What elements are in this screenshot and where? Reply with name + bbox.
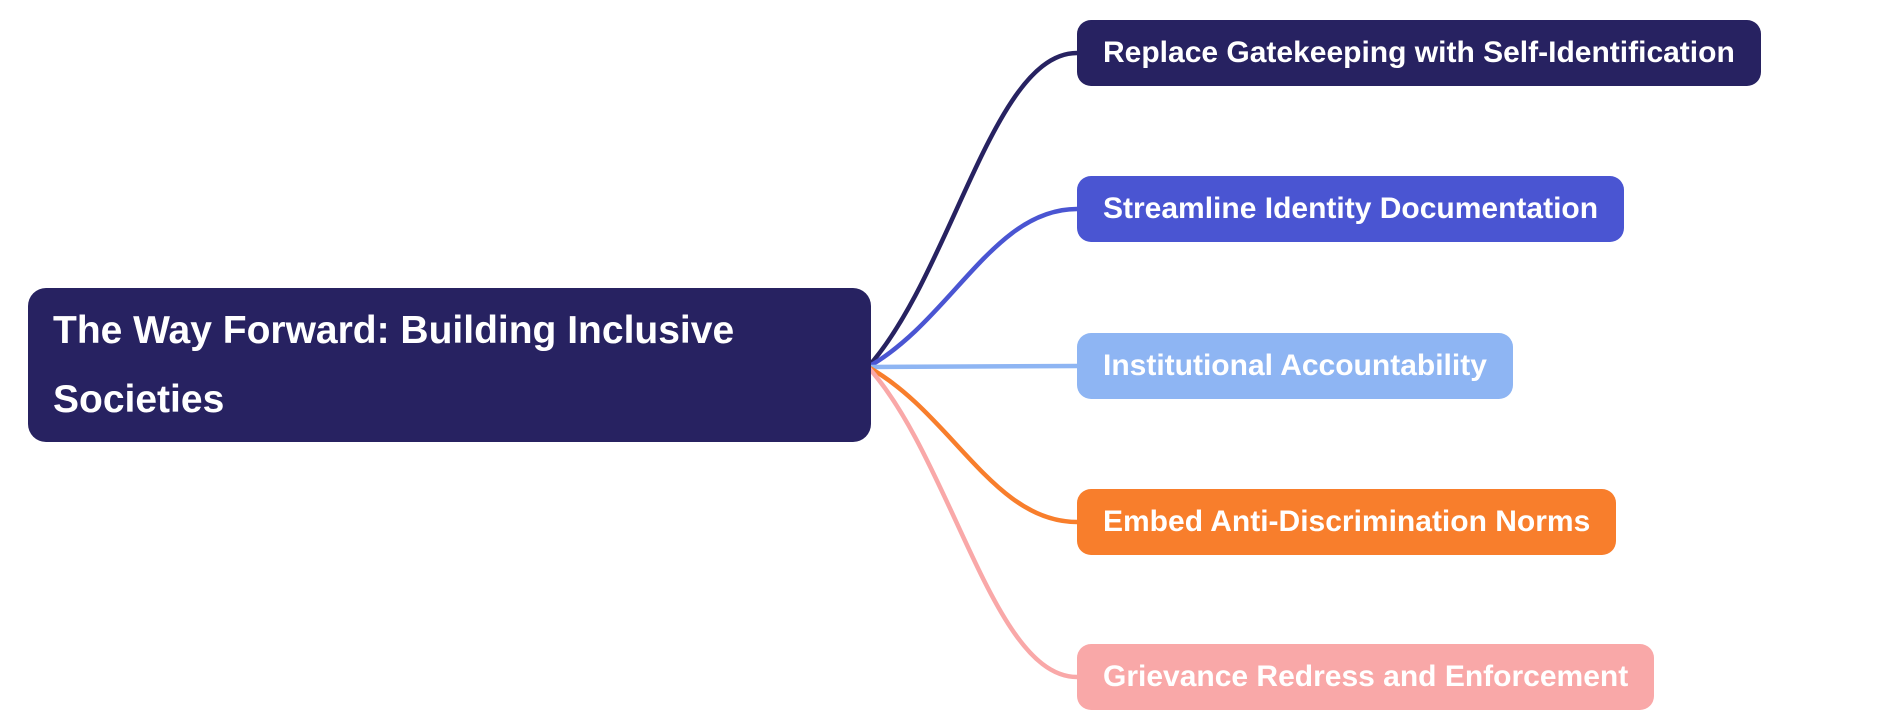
root-node[interactable]: The Way Forward: Building Inclusive Soci… bbox=[28, 288, 871, 442]
root-node-label: The Way Forward: Building Inclusive Soci… bbox=[53, 308, 735, 421]
branch-node-label: Grievance Redress and Enforcement bbox=[1103, 660, 1629, 693]
branch-node-grievance-redress[interactable]: Grievance Redress and Enforcement bbox=[1077, 644, 1655, 710]
connector-to-branch-1 bbox=[865, 206, 1080, 370]
branch-node-institutional-accountability[interactable]: Institutional Accountability bbox=[1077, 333, 1513, 399]
connector-to-branch-0 bbox=[865, 50, 1080, 370]
branch-node-label: Embed Anti-Discrimination Norms bbox=[1103, 505, 1591, 538]
branch-node-label: Replace Gatekeeping with Self-Identifica… bbox=[1103, 36, 1735, 69]
branch-node-replace-gatekeeping[interactable]: Replace Gatekeeping with Self-Identifica… bbox=[1077, 20, 1761, 86]
connector-to-branch-3 bbox=[865, 364, 1080, 525]
connector-to-branch-4 bbox=[865, 364, 1080, 680]
branch-node-label: Streamline Identity Documentation bbox=[1103, 192, 1599, 225]
branch-node-streamline-identity[interactable]: Streamline Identity Documentation bbox=[1077, 176, 1625, 242]
connector-to-branch-2 bbox=[865, 363, 1080, 370]
branch-node-anti-discrimination[interactable]: Embed Anti-Discrimination Norms bbox=[1077, 489, 1617, 555]
branch-node-label: Institutional Accountability bbox=[1103, 349, 1487, 382]
